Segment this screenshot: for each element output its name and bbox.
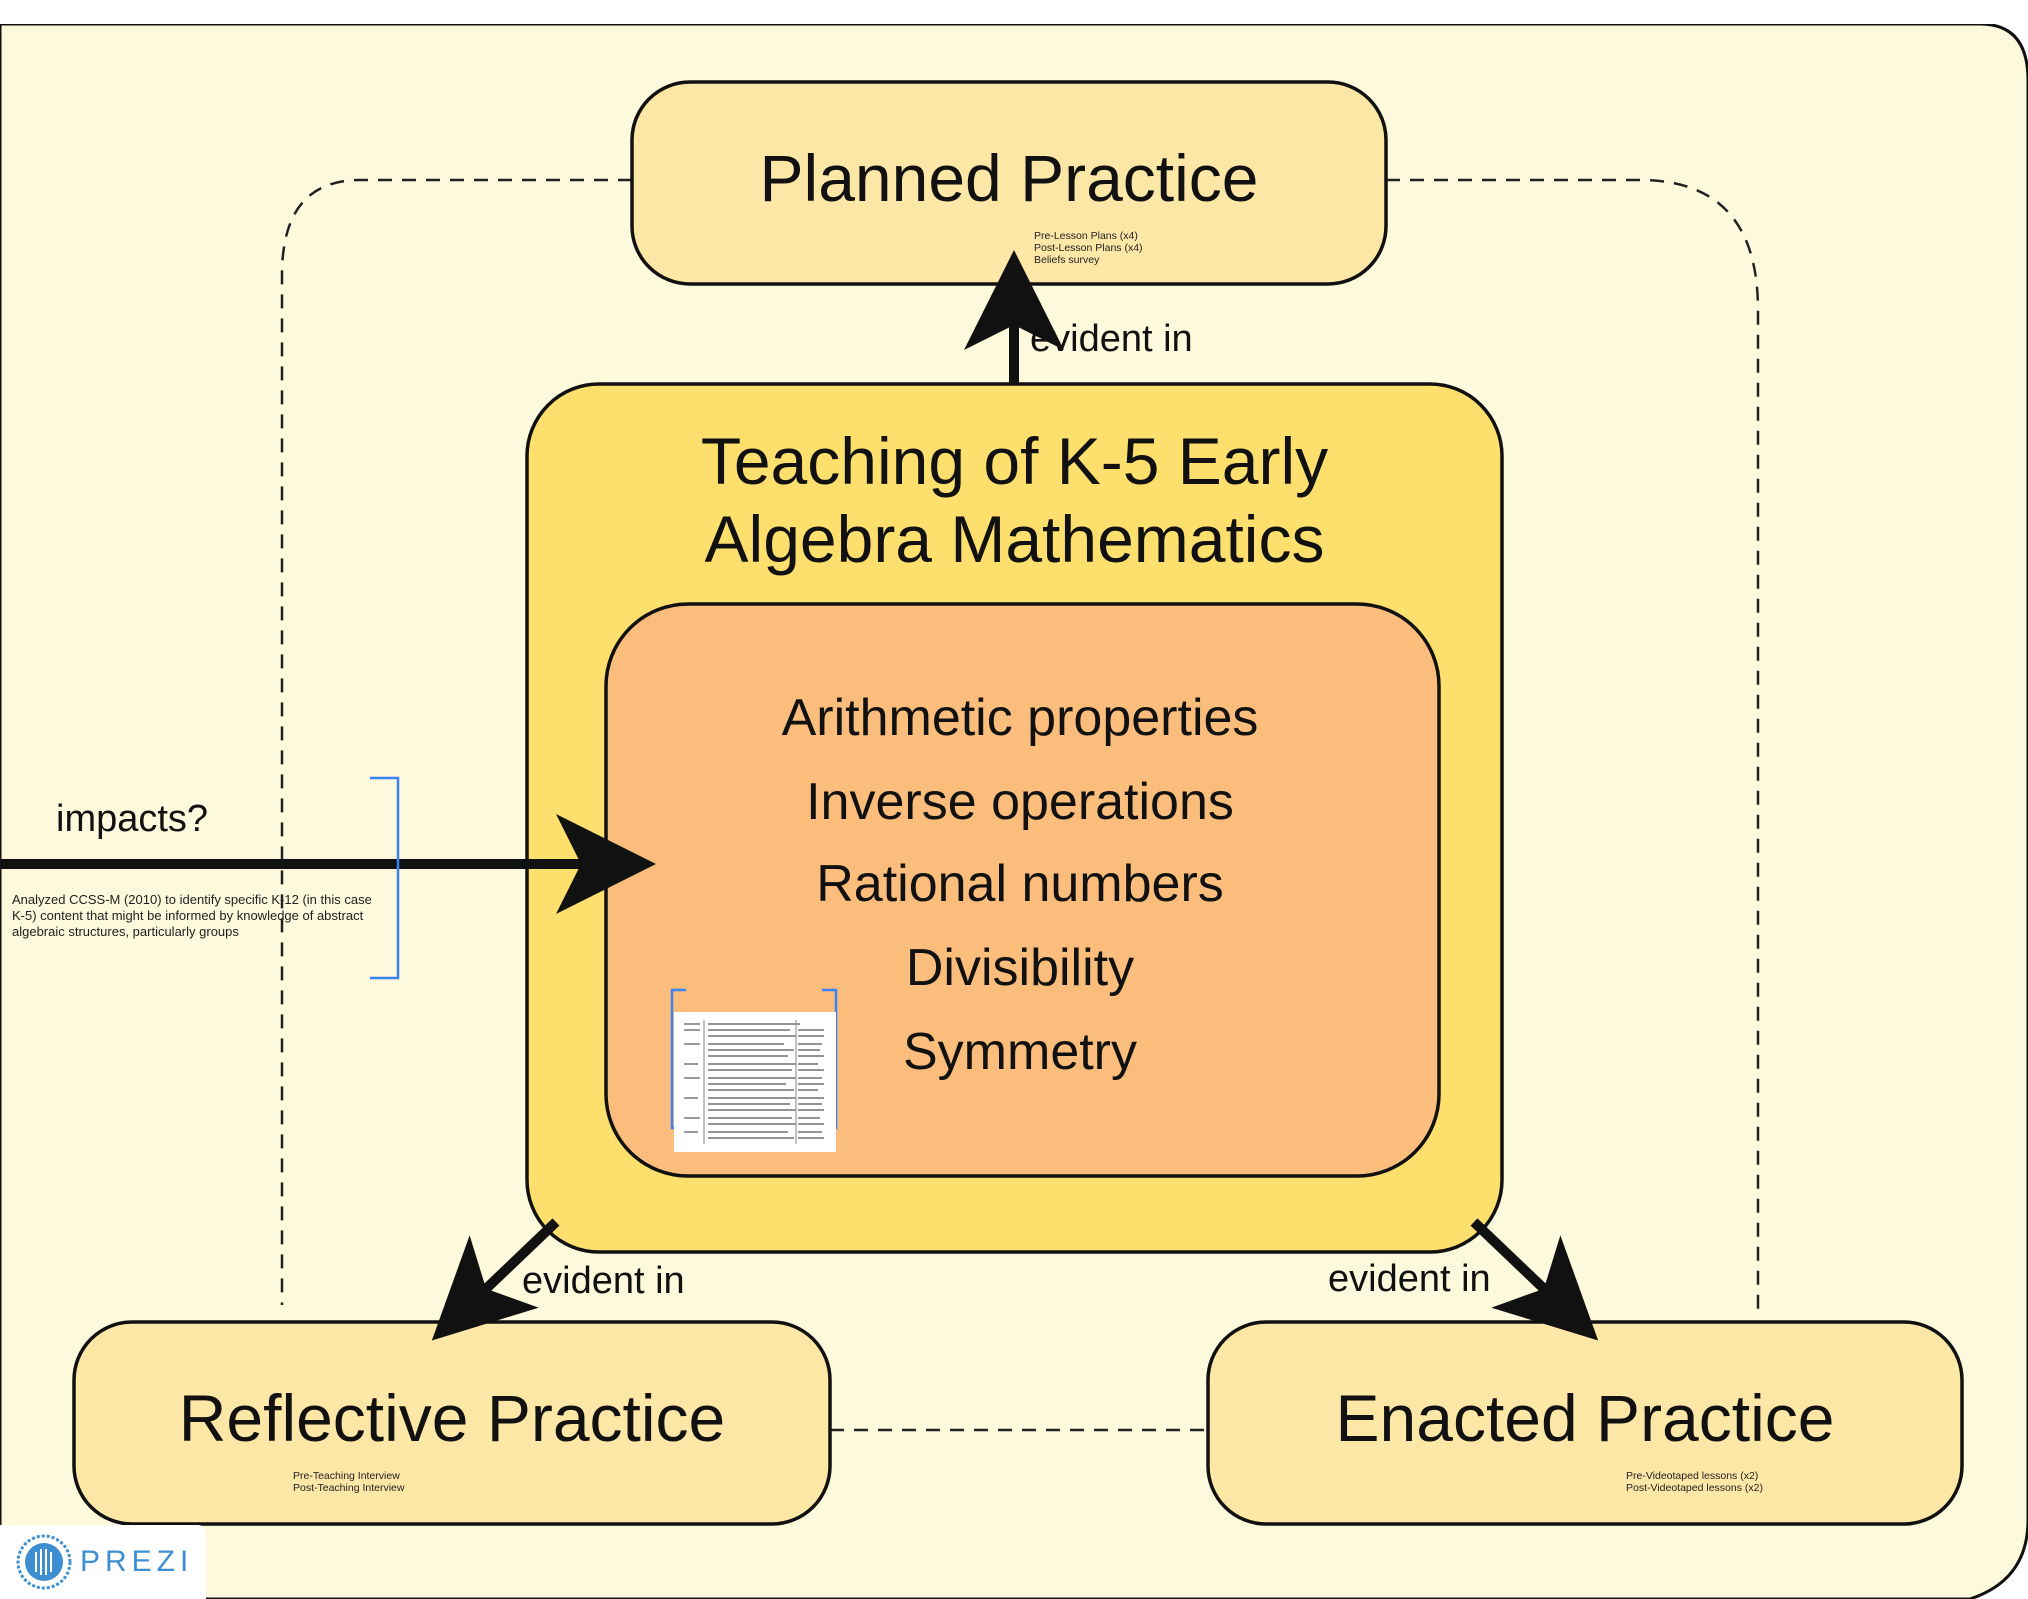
- enacted-note-2: Post-Videotaped lessons (x2): [1626, 1482, 1763, 1494]
- enacted-note-1: Pre-Videotaped lessons (x2): [1626, 1470, 1759, 1482]
- ccss-note: Analyzed CCSS-M (2010) to identify speci…: [12, 892, 372, 939]
- reflective-note-1: Pre-Teaching Interview: [293, 1470, 400, 1482]
- topic-inverse-operations: Inverse operations: [806, 773, 1234, 831]
- arrow-to-enacted: [1470, 1218, 1599, 1341]
- planned-note-2: Post-Lesson Plans (x4): [1034, 242, 1143, 254]
- topic-symmetry: Symmetry: [903, 1023, 1137, 1081]
- document-lines-icon: [684, 1020, 824, 1144]
- enacted-practice-title: Enacted Practice: [1335, 1381, 1835, 1455]
- diagram-canvas: Planned Practice Pre-Lesson Plans (x4) P…: [0, 24, 2028, 1599]
- planned-note-1: Pre-Lesson Plans (x4): [1034, 230, 1138, 242]
- dashed-connector-top-left: [280, 178, 632, 1305]
- enacted-notes: Pre-Videotaped lessons (x2) Post-Videota…: [1626, 1470, 1763, 1494]
- prezi-logo[interactable]: PREZI: [0, 1525, 206, 1599]
- planned-practice-title: Planned Practice: [759, 141, 1259, 215]
- core-title: Teaching of K-5 Early Algebra Mathematic…: [527, 422, 1502, 578]
- impacts-label: impacts?: [56, 798, 209, 840]
- topic-divisibility: Divisibility: [905, 939, 1135, 997]
- topic-arithmetic-properties: Arithmetic properties: [781, 689, 1259, 747]
- reflective-notes: Pre-Teaching Interview Post-Teaching Int…: [293, 1470, 404, 1494]
- reflective-practice-title: Reflective Practice: [178, 1381, 726, 1455]
- dashed-connector-top-right: [1386, 178, 1760, 1310]
- evident-in-label-left: evident in: [522, 1260, 685, 1302]
- reflective-note-2: Post-Teaching Interview: [293, 1482, 405, 1494]
- note-bracket-right: [370, 776, 400, 980]
- core-title-line2: Algebra Mathematics: [704, 502, 1325, 576]
- prezi-logo-text: PREZI: [80, 1545, 194, 1578]
- core-title-line1: Teaching of K-5 Early: [700, 424, 1329, 498]
- arrow-to-reflective: [431, 1218, 560, 1341]
- evident-in-label-right: evident in: [1328, 1258, 1491, 1300]
- evident-in-label-top: evident in: [1030, 318, 1193, 360]
- embedded-document-thumbnail[interactable]: [674, 1012, 836, 1152]
- prezi-logo-icon: [16, 1534, 72, 1590]
- topic-rational-numbers: Rational numbers: [816, 855, 1224, 913]
- planned-note-3: Beliefs survey: [1034, 254, 1100, 266]
- planned-notes: Pre-Lesson Plans (x4) Post-Lesson Plans …: [1034, 230, 1143, 266]
